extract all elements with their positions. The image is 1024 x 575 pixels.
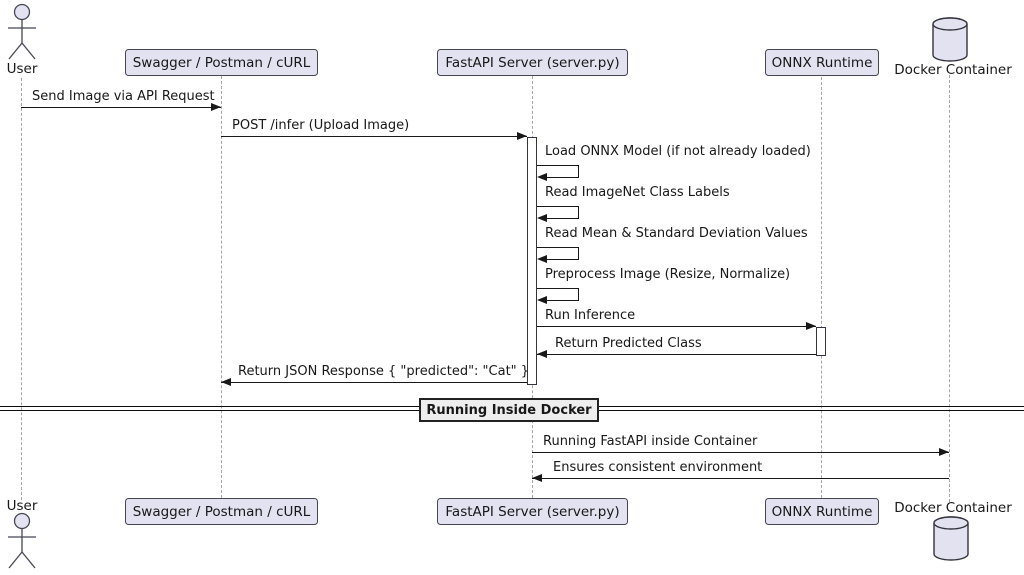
database-icon	[932, 17, 968, 62]
message-line	[537, 326, 816, 327]
activation-onnx	[816, 327, 826, 356]
arrowhead-icon	[806, 322, 816, 330]
message-line	[532, 478, 949, 479]
message-label: Send Image via API Request	[32, 89, 215, 104]
arrowhead-icon	[939, 448, 949, 456]
message-line	[221, 382, 527, 383]
participant-onnx-top: ONNX Runtime	[765, 49, 879, 76]
self-message-line	[547, 177, 578, 178]
arrowhead-icon	[537, 173, 547, 181]
arrowhead-icon	[211, 103, 221, 111]
database-icon	[933, 516, 969, 561]
self-message-line	[537, 206, 578, 207]
lifeline-swagger	[221, 76, 222, 498]
arrowhead-icon	[517, 132, 527, 140]
message-label: Return Predicted Class	[555, 336, 702, 351]
participant-docker-bottom: Docker Container	[894, 500, 1012, 516]
self-message-line	[537, 288, 578, 289]
lifeline-onnx	[821, 77, 822, 498]
message-label: Read ImageNet Class Labels	[545, 185, 730, 200]
message-line	[537, 354, 816, 355]
self-message-line	[578, 165, 579, 178]
message-label: Run Inference	[545, 308, 636, 323]
activation-fastapi	[527, 137, 537, 385]
self-message-line	[578, 247, 579, 260]
participant-user-top: User	[6, 61, 38, 77]
message-line	[21, 107, 221, 108]
arrowhead-icon	[221, 378, 231, 386]
self-message-line	[537, 247, 578, 248]
message-label: Return JSON Response { "predicted": "Cat…	[238, 364, 530, 379]
actor-icon	[8, 3, 36, 60]
message-line	[532, 452, 949, 453]
arrowhead-icon	[537, 255, 547, 263]
message-line	[221, 136, 527, 137]
message-label: Preprocess Image (Resize, Normalize)	[545, 267, 791, 282]
arrowhead-icon	[537, 350, 547, 358]
lifeline-user	[21, 78, 22, 500]
message-label: POST /infer (Upload Image)	[232, 118, 410, 133]
arrowhead-icon	[537, 296, 547, 304]
arrowhead-icon	[537, 214, 547, 222]
self-message-line	[537, 165, 578, 166]
participant-swagger-top: Swagger / Postman / cURL	[125, 49, 318, 76]
actor-icon	[8, 512, 36, 569]
divider-label: Running Inside Docker	[419, 398, 599, 422]
message-label: Read Mean & Standard Deviation Values	[545, 226, 808, 241]
arrowhead-icon	[532, 474, 542, 482]
self-message-line	[547, 300, 578, 301]
self-message-line	[578, 206, 579, 219]
participant-onnx-bottom: ONNX Runtime	[765, 498, 879, 525]
participant-fastapi-bottom: FastAPI Server (server.py)	[437, 498, 628, 525]
self-message-line	[547, 259, 578, 260]
self-message-line	[547, 218, 578, 219]
participant-docker-top: Docker Container	[894, 62, 1012, 78]
lifeline-docker	[949, 75, 950, 502]
participant-swagger-bottom: Swagger / Postman / cURL	[125, 498, 318, 525]
participant-fastapi-top: FastAPI Server (server.py)	[437, 49, 628, 76]
message-label: Load ONNX Model (if not already loaded)	[545, 144, 811, 159]
message-label: Ensures consistent environment	[553, 460, 763, 475]
participant-user-bottom: User	[6, 498, 38, 514]
message-label: Running FastAPI inside Container	[543, 434, 758, 449]
self-message-line	[578, 288, 579, 301]
